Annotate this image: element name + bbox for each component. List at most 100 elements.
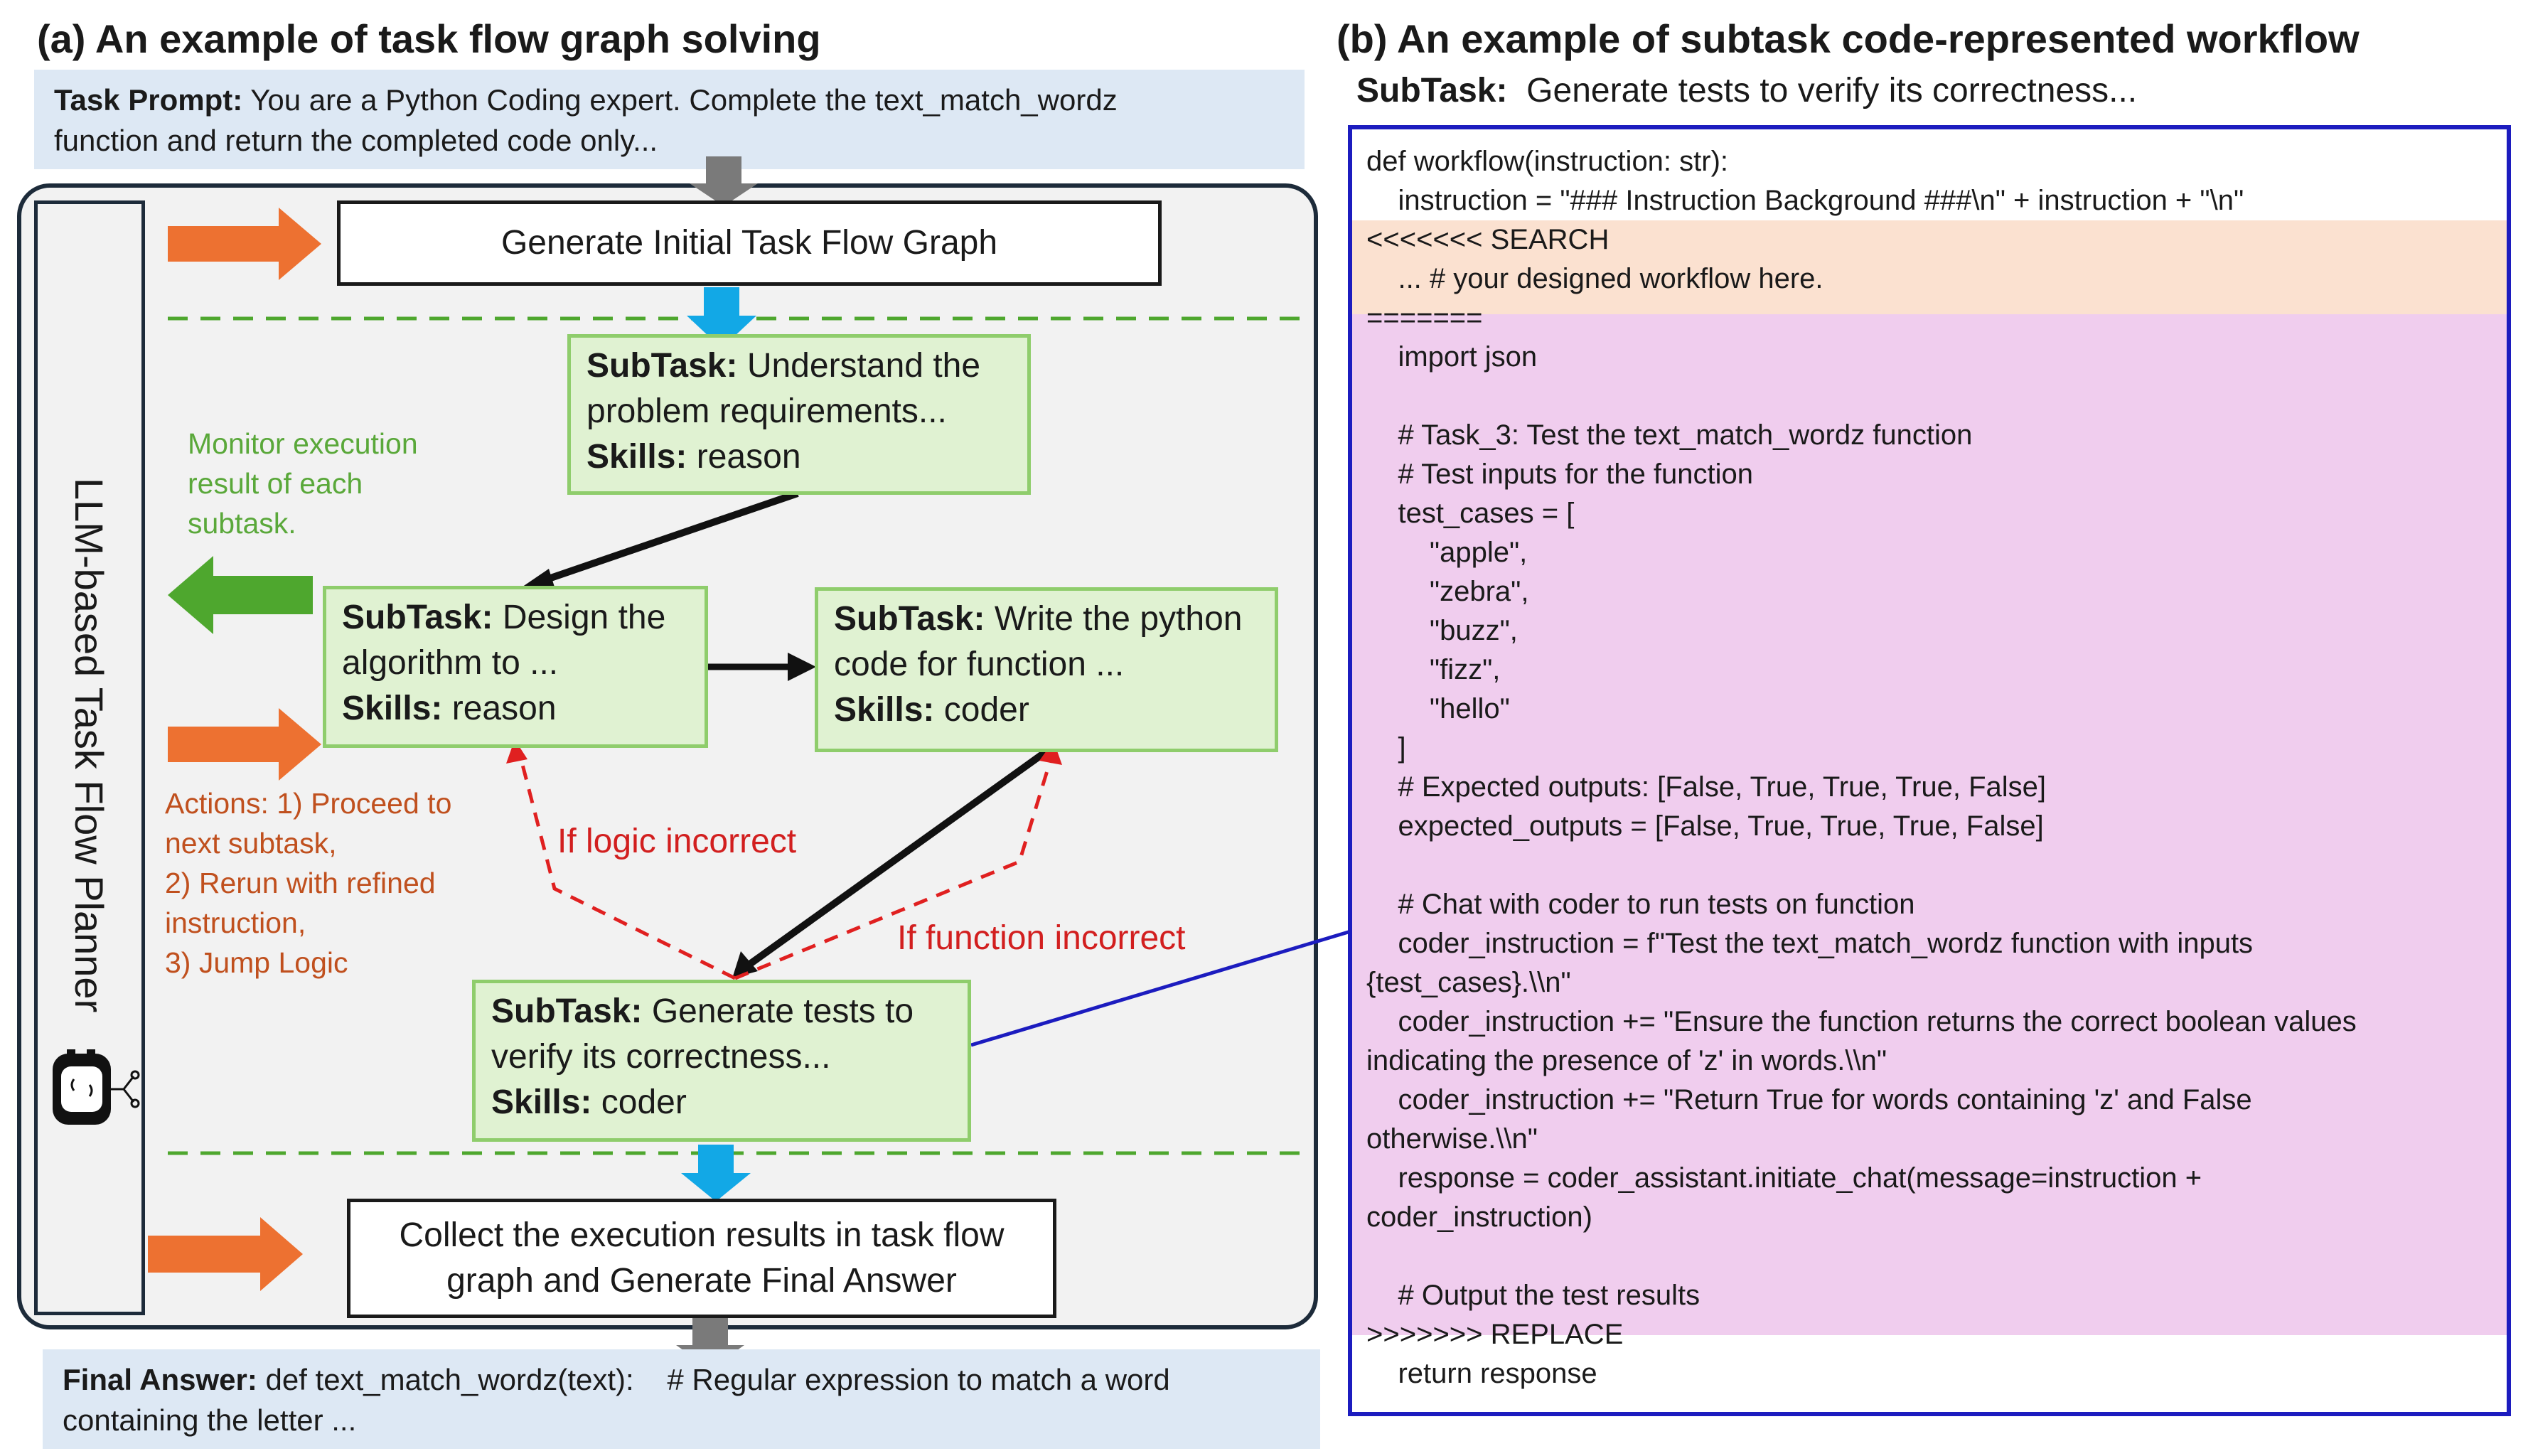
gray-arrow-top: [690, 156, 758, 206]
red-arrowhead-logic: [506, 739, 527, 764]
if-function-label: If function incorrect: [897, 919, 1186, 957]
green-arrow: [168, 556, 313, 634]
final-answer-bar: Final Answer: def text_match_wordz(text)…: [43, 1349, 1320, 1449]
subtask-label: SubTask:: [342, 599, 493, 636]
right-subtask-text: Generate tests to verify its correctness…: [1507, 72, 2138, 109]
subtask-label: SubTask:: [834, 600, 985, 638]
blue-arrow-bottom: [681, 1145, 751, 1201]
actions-note-line: Actions: 1) Proceed to: [165, 787, 452, 820]
skills-label: Skills:: [342, 690, 443, 727]
task-prompt-label: Task Prompt:: [54, 83, 243, 117]
skills-label: Skills:: [834, 691, 935, 729]
subtask-text: Design the: [493, 599, 666, 636]
skills-label: Skills:: [491, 1083, 592, 1121]
connector-to-code: [970, 929, 1351, 1047]
actions-note-line: 2) Rerun with refined: [165, 867, 436, 899]
code-lines: def workflow(instruction: str): instruct…: [1366, 142, 2357, 1393]
subtask-text: algorithm to ...: [342, 644, 559, 682]
skills-value: coder: [591, 1083, 687, 1121]
code-line: <<<<<<< SEARCH: [1366, 224, 1610, 255]
code-line: instruction = "### Instruction Backgroun…: [1366, 185, 2244, 216]
subtask-text: verify its correctness...: [491, 1038, 831, 1076]
code-line: coder_instruction += "Ensure the functio…: [1366, 1006, 2357, 1037]
code-line: "zebra",: [1366, 576, 1529, 607]
code-line: expected_outputs = [False, True, True, T…: [1366, 810, 2044, 842]
initial-graph-box: Generate Initial Task Flow Graph: [337, 200, 1162, 286]
actions-note-line: 3) Jump Logic: [165, 946, 348, 979]
if-logic-label: If logic incorrect: [557, 823, 797, 860]
skills-value: reason: [687, 438, 801, 476]
code-line: coder_instruction += "Return True for wo…: [1366, 1084, 2252, 1115]
planner-column: [34, 200, 145, 1315]
arrow-write-to-tests: [732, 951, 758, 978]
collect-results-line: graph and Generate Final Answer: [446, 1262, 957, 1300]
code-line: return response: [1366, 1358, 1597, 1389]
blue-arrow-top: [687, 287, 756, 348]
monitor-note-line: Monitor execution: [188, 427, 418, 460]
subtask-label: SubTask:: [587, 347, 738, 385]
search-highlight: [1352, 220, 2507, 314]
code-line: # Expected outputs: [False, True, True, …: [1366, 771, 2047, 803]
code-line: # Chat with coder to run tests on functi…: [1366, 889, 1915, 920]
code-block: def workflow(instruction: str): instruct…: [1348, 125, 2511, 1416]
subtask-design-box: SubTask: Design the algorithm to ... Ski…: [323, 586, 708, 748]
code-line: coder_instruction = f"Test the text_matc…: [1366, 928, 2254, 959]
code-line: "fizz",: [1366, 654, 1501, 685]
subtask-label: SubTask:: [491, 992, 643, 1030]
left-panel-title: (a) An example of task flow graph solvin…: [37, 16, 821, 61]
code-line: "hello": [1366, 693, 1510, 724]
monitor-note-line: subtask.: [188, 507, 296, 540]
code-line: >>>>>>> REPLACE: [1366, 1319, 1624, 1350]
skills-label: Skills:: [587, 438, 687, 476]
red-dashed-logic: [518, 756, 737, 980]
code-line: # Task_3: Test the text_match_wordz func…: [1366, 419, 1973, 451]
task-prompt-bar: Task Prompt: You are a Python Coding exp…: [34, 70, 1305, 169]
code-line: =======: [1366, 302, 1483, 333]
final-answer-text-line2: containing the letter ...: [63, 1403, 357, 1437]
task-prompt-text-line2: function and return the completed code o…: [54, 124, 658, 157]
orange-arrow-1: [168, 208, 321, 280]
orange-arrow-2: [168, 708, 321, 781]
subtask-text: Write the python: [985, 600, 1243, 638]
code-line: indicating the presence of 'z' in words.…: [1366, 1045, 1887, 1076]
skills-value: coder: [934, 691, 1029, 729]
subtask-text: Understand the: [737, 347, 981, 385]
code-line: ]: [1366, 732, 1406, 764]
subtask-write-box: SubTask: Write the python code for funct…: [815, 587, 1278, 752]
code-line: test_cases = [: [1366, 498, 1575, 529]
right-panel-subtask: SubTask: Generate tests to verify its co…: [1356, 71, 2137, 110]
code-line: [1366, 1237, 2357, 1276]
actions-note: Actions: 1) Proceed to next subtask, 2) …: [165, 783, 535, 983]
final-answer-label: Final Answer:: [63, 1363, 257, 1396]
code-line: # Output the test results: [1366, 1280, 1700, 1311]
actions-note-line: next subtask,: [165, 827, 337, 860]
code-line: def workflow(instruction: str):: [1366, 146, 1729, 177]
code-line: coder_instruction): [1366, 1201, 1592, 1233]
code-line: [1366, 377, 2357, 416]
actions-note-line: instruction,: [165, 906, 306, 939]
collect-results-line: Collect the execution results in task fl…: [399, 1216, 1005, 1254]
monitor-note-line: result of each: [188, 467, 363, 500]
red-arrowhead-function: [1039, 741, 1062, 765]
task-prompt-text-line1: You are a Python Coding expert. Complete…: [242, 83, 1118, 117]
red-dashed-function: [734, 759, 1053, 980]
subtask-text: Generate tests to: [642, 992, 914, 1030]
replace-highlight: [1352, 314, 2507, 1335]
skills-value: reason: [442, 690, 557, 727]
final-answer-text-line1: def text_match_wordz(text): # Regular ex…: [257, 1363, 1170, 1396]
monitor-note: Monitor execution result of each subtask…: [188, 424, 472, 543]
code-line: {test_cases}.\\n": [1366, 967, 1571, 998]
subtask-text: problem requirements...: [587, 392, 947, 430]
code-line: "apple",: [1366, 537, 1528, 568]
subtask-understand-box: SubTask: Understand the problem requirem…: [567, 334, 1031, 495]
code-line: ... # your designed workflow here.: [1366, 263, 1823, 294]
code-line: # Test inputs for the function: [1366, 459, 1754, 490]
subtask-tests-box: SubTask: Generate tests to verify its co…: [472, 980, 971, 1142]
robot-icon: [53, 1049, 140, 1125]
code-line: [1366, 846, 2357, 885]
subtask-text: code for function ...: [834, 646, 1125, 683]
code-line: "buzz",: [1366, 615, 1518, 646]
orange-arrow-3: [148, 1217, 303, 1291]
code-line: otherwise.\\n": [1366, 1123, 1538, 1155]
